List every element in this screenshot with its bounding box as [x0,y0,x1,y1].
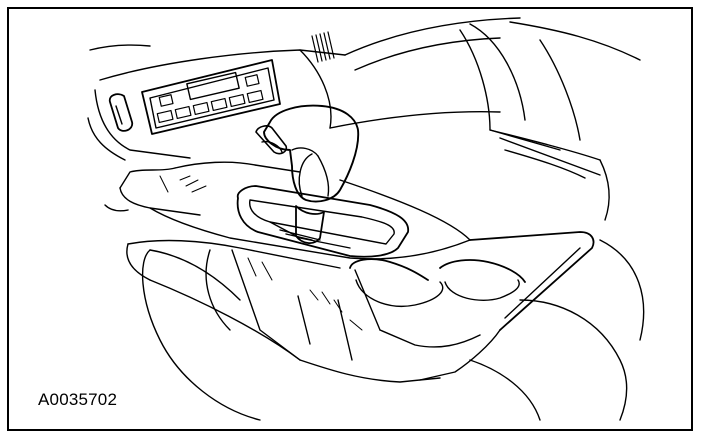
radio-panel [108,59,281,135]
figure-frame [7,7,693,431]
seats [104,204,645,421]
gear-shift-lever [255,104,360,244]
vent-slots [311,31,335,63]
figure-id-label: A0035702 [38,390,118,409]
dashboard [87,17,641,221]
center-console [119,161,595,383]
shading [159,175,363,331]
